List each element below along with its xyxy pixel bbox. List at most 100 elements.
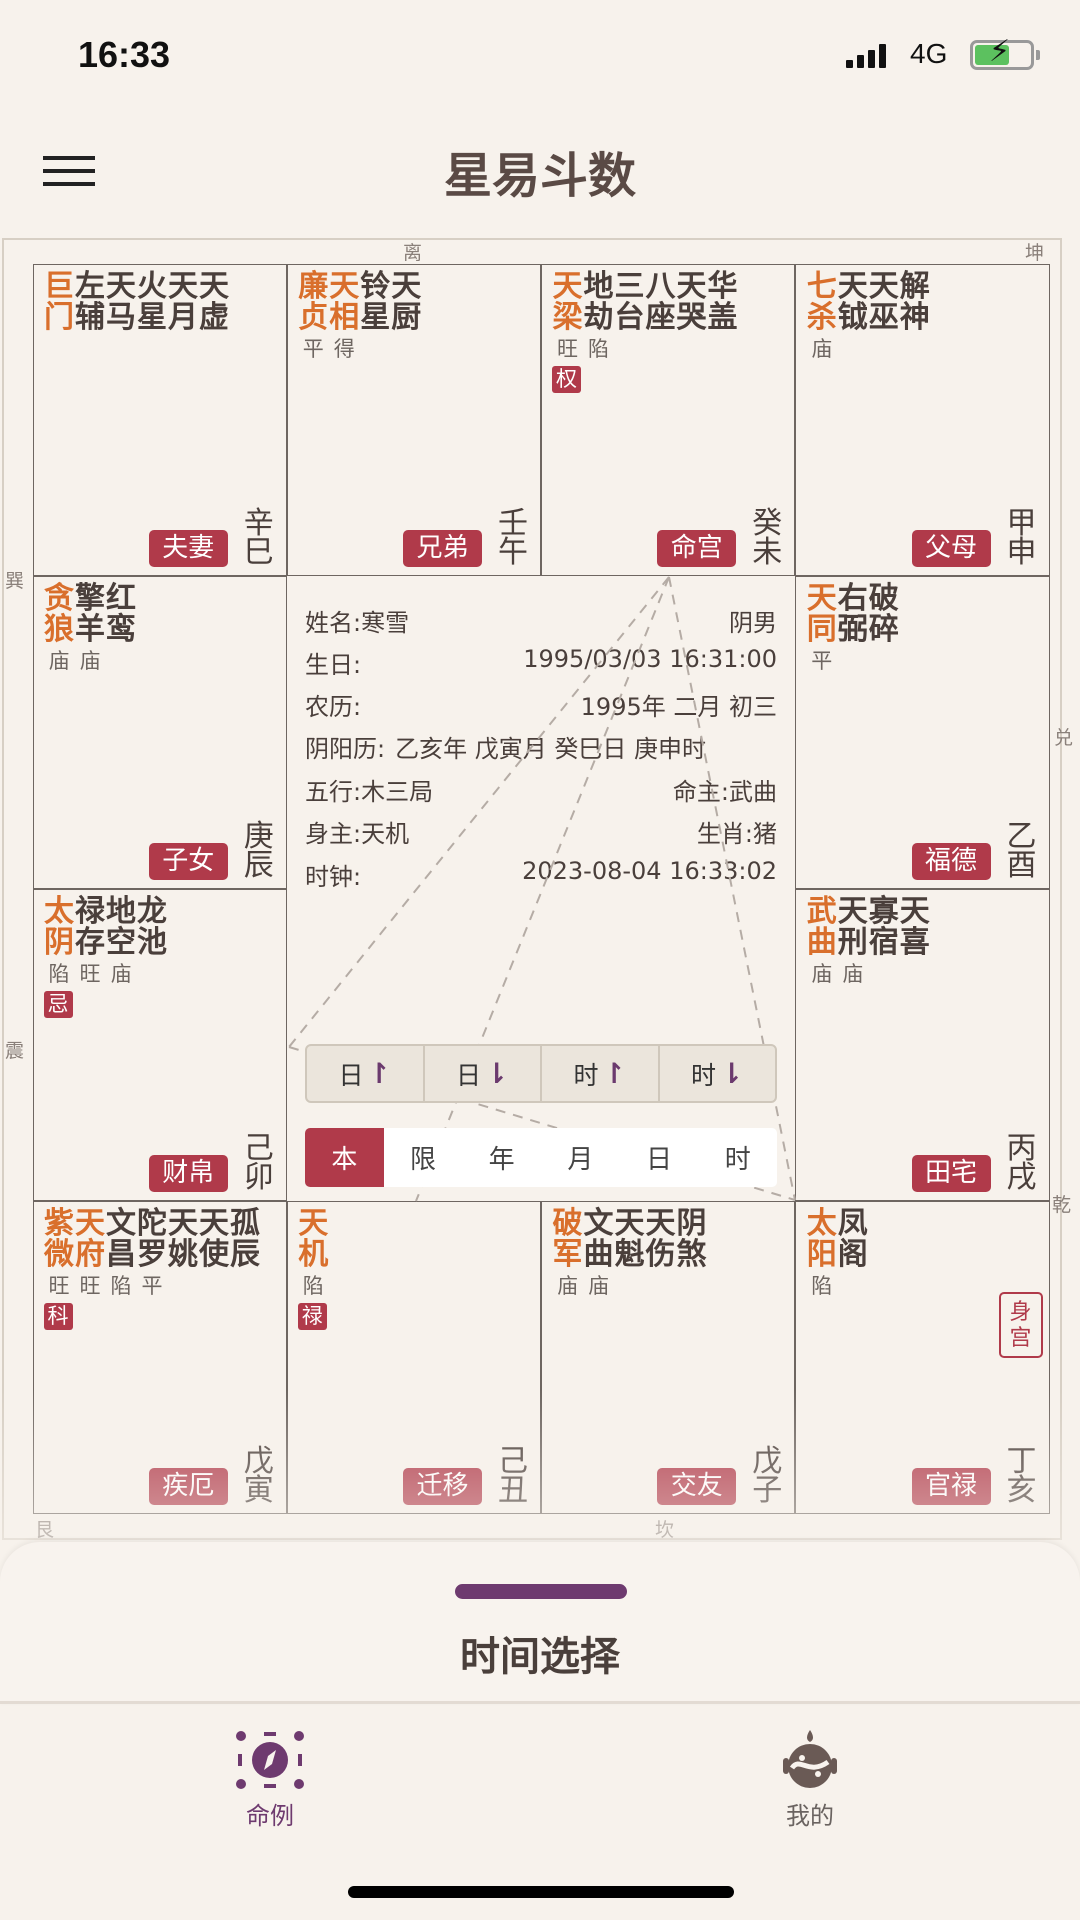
minor-star: 陀罗: [137, 1206, 167, 1272]
main-star: 天梁: [552, 268, 583, 335]
scope-tab-ben[interactable]: 本: [305, 1128, 384, 1187]
day-next-button[interactable]: 日⇂: [425, 1046, 542, 1101]
brightness-value: 旺: [48, 1274, 70, 1298]
status-time: 16:33: [78, 34, 171, 75]
star-brightness: 平: [806, 645, 837, 675]
sihua-badge: 忌: [43, 990, 73, 1018]
star-brightness: 旺旺陷平: [44, 1270, 168, 1300]
palace-cell[interactable]: 天同右弼破碎平福德乙酉: [795, 576, 1050, 889]
brightness-value: 陷: [302, 1274, 324, 1298]
palace-ganzhi: 辛巳: [243, 506, 274, 570]
star-list: 武曲天刑寡宿天喜: [806, 896, 930, 958]
tab-mingli[interactable]: 命例: [200, 1730, 340, 1831]
main-star: 天府: [75, 1206, 105, 1272]
tab-mine[interactable]: 我的: [740, 1730, 880, 1831]
tab-mingli-label: 命例: [246, 1802, 294, 1830]
palace-cell[interactable]: 贪狼擎羊红鸾庙庙子女庚辰: [32, 576, 287, 889]
star-brightness: 庙庙: [806, 958, 868, 988]
star-list: 贪狼擎羊红鸾: [44, 583, 137, 645]
info-wuxing: 五行:木三局: [305, 778, 434, 806]
scope-tab-month[interactable]: 月: [567, 1145, 594, 1175]
sheet-title: 时间选择: [460, 1634, 620, 1680]
star-brightness: 庙庙: [44, 645, 106, 675]
brightness-value: 庙: [79, 649, 101, 673]
star-brightness: 陷旺庙: [44, 958, 137, 988]
signal-icon: [846, 44, 886, 68]
palace-cell[interactable]: 廉贞天相铃星天厨平得兄弟壬午: [286, 263, 541, 576]
palace-name-badge[interactable]: 福德: [911, 842, 991, 880]
palace-cell[interactable]: 武曲天刑寡宿天喜庙庙田宅丙戌: [795, 888, 1050, 1201]
palace-cell[interactable]: 七杀天钺天巫解神庙父母甲申: [795, 263, 1050, 576]
brightness-value: 陷: [110, 1274, 132, 1298]
info-shenzhu: 身主:天机: [305, 820, 410, 848]
palace-name-badge[interactable]: 兄弟: [403, 530, 482, 567]
arrow-down-icon: ⇂: [485, 1057, 509, 1090]
main-star: 巨门: [44, 268, 74, 335]
hamburger-icon[interactable]: [43, 156, 95, 186]
palace-ganzhi: 庚辰: [243, 818, 274, 883]
palace-cell[interactable]: 破军文曲天魁天伤阴煞庙庙交友戊子: [541, 1201, 796, 1514]
palace-name-badge[interactable]: 田宅: [911, 1155, 991, 1192]
tab-mine-label: 我的: [786, 1802, 834, 1830]
palace-name-badge[interactable]: 迁移: [403, 1467, 482, 1505]
star-list: 太阳凤阁: [806, 1208, 868, 1270]
day-prev-button[interactable]: 日↾: [307, 1046, 425, 1101]
scope-tab-year[interactable]: 年: [488, 1145, 515, 1175]
brightness-value: 庙: [842, 961, 864, 986]
trigram-zhen: 震: [5, 1040, 25, 1062]
minor-star: 红鸾: [106, 581, 136, 647]
scope-tab-hour[interactable]: 时: [724, 1145, 751, 1175]
sihua-badge: 科: [43, 1303, 73, 1330]
palace-cell[interactable]: 太阴禄存地空龙池陷旺庙忌财帛己卯: [32, 888, 287, 1201]
sihua-badge: 权: [552, 365, 581, 393]
scope-tab-xian[interactable]: 限: [410, 1145, 437, 1175]
palace-name-badge[interactable]: 子女: [148, 842, 228, 880]
palace-name-badge[interactable]: 财帛: [148, 1155, 228, 1192]
palace-cell[interactable]: 太阳凤阁陷身宫官禄丁亥: [795, 1201, 1050, 1514]
info-clock: 2023-08-04 16:33:02: [522, 857, 777, 885]
minor-star: 文昌: [106, 1206, 136, 1272]
palace-name-badge[interactable]: 疾厄: [148, 1467, 228, 1505]
palace-cell[interactable]: 紫微天府文昌陀罗天姚天使孤辰旺旺陷平科疾厄戊寅: [32, 1201, 287, 1514]
palace-cell[interactable]: 天机陷禄迁移己丑: [286, 1201, 541, 1514]
main-star: 天同: [806, 581, 837, 647]
palace-name-badge[interactable]: 夫妻: [148, 530, 228, 567]
hour-next-label: 时: [691, 1060, 717, 1090]
time-select-sheet[interactable]: [0, 1542, 1080, 1704]
palace-ganzhi: 甲申: [1006, 506, 1037, 570]
minor-star: 左辅: [75, 268, 105, 335]
palace-name-badge[interactable]: 父母: [911, 530, 991, 567]
minor-star: 铃星: [360, 268, 391, 335]
brightness-value: 庙: [588, 1274, 609, 1298]
brightness-value: 平: [141, 1274, 163, 1298]
palace-name-badge[interactable]: 官禄: [911, 1467, 991, 1505]
minor-star: 龙池: [137, 893, 167, 960]
page-title: 星易斗数: [443, 148, 636, 204]
brightness-value: 平: [302, 336, 324, 361]
main-star: 太阴: [44, 893, 74, 960]
palace-cell[interactable]: 巨门左辅天马火星天月天虚夫妻辛巳: [32, 263, 287, 576]
palace-cell[interactable]: 天梁地劫三台八座天哭华盖旺陷权命宫癸未: [541, 263, 796, 576]
minor-star: 擎羊: [75, 581, 105, 647]
arrow-up-icon: ↾: [602, 1057, 626, 1090]
hour-next-button[interactable]: 时⇂: [660, 1046, 776, 1101]
minor-star: 天姚: [168, 1206, 198, 1272]
brightness-value: 庙: [48, 649, 70, 673]
minor-star: 破碎: [868, 581, 899, 647]
trigram-dui: 兑: [1054, 727, 1074, 749]
shengong-stamp: 身宫: [998, 1292, 1043, 1358]
hour-prev-button[interactable]: 时↾: [542, 1046, 660, 1101]
star-brightness: 陷: [806, 1270, 837, 1300]
battery-charging-icon: ⚡: [970, 37, 1040, 70]
minor-star: 天哭: [676, 268, 707, 335]
main-star: 七杀: [806, 268, 837, 335]
main-star: 武曲: [806, 893, 837, 960]
scope-tab-day[interactable]: 日: [646, 1145, 673, 1175]
star-brightness: 庙: [806, 333, 837, 363]
info-name: 姓名:寒雪: [305, 609, 410, 637]
info-gender: 阴男: [729, 609, 777, 637]
sihua-badge: 禄: [297, 1303, 327, 1330]
palace-name-badge[interactable]: 交友: [657, 1467, 737, 1505]
sheet-drag-handle[interactable]: [455, 1584, 627, 1599]
palace-name-badge[interactable]: 命宫: [657, 530, 737, 567]
